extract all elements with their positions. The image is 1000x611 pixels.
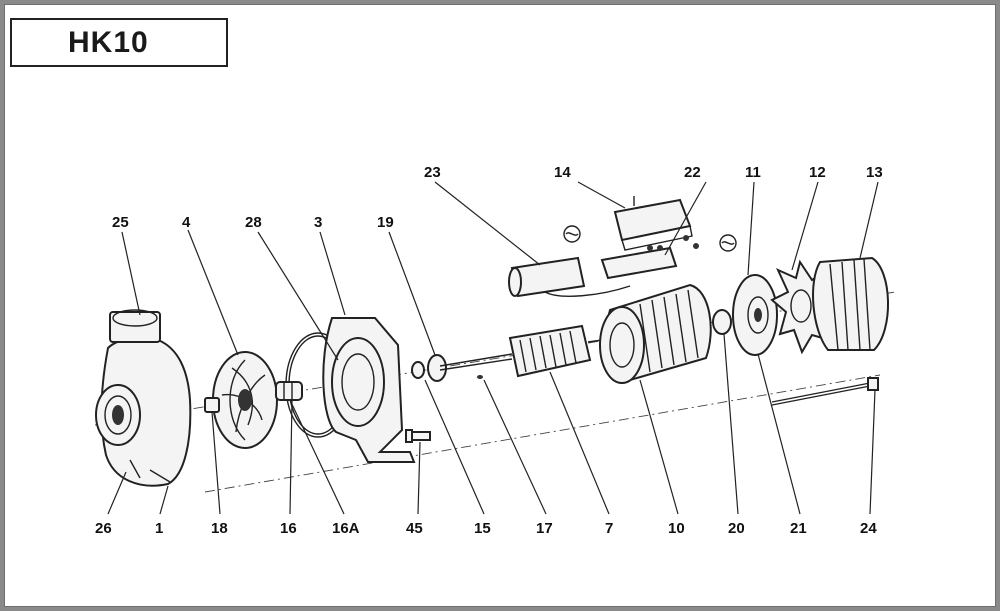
part-label-7: 7 — [605, 520, 613, 537]
terminal-box-cover — [613, 196, 693, 251]
fan-cover — [812, 256, 890, 351]
bearing-19 — [427, 354, 447, 382]
impeller-nut — [204, 397, 220, 413]
part-label-25: 25 — [112, 214, 129, 231]
bearing-20 — [712, 309, 732, 335]
part-label-18: 18 — [211, 520, 228, 537]
part-label-21: 21 — [790, 520, 807, 537]
wiring-symbols — [563, 225, 737, 252]
lower-axis-line — [204, 374, 881, 493]
tie-rod — [771, 377, 879, 406]
part-label-24: 24 — [860, 520, 877, 537]
impeller — [212, 351, 278, 449]
part-label-14: 14 — [554, 164, 571, 181]
part-label-10: 10 — [668, 520, 685, 537]
part-label-22: 22 — [684, 164, 701, 181]
pump-casing — [95, 309, 192, 487]
part-label-28: 28 — [245, 214, 262, 231]
part-label-4: 4 — [182, 214, 191, 231]
part-label-16a: 16A — [332, 520, 360, 537]
capacitor — [508, 256, 631, 298]
part-label-16: 16 — [280, 520, 297, 537]
part-label-13: 13 — [866, 164, 883, 181]
mechanical-seal — [275, 381, 303, 401]
part-label-45: 45 — [406, 520, 423, 537]
rotor — [439, 324, 631, 378]
part-label-17: 17 — [536, 520, 553, 537]
rear-end-shield — [732, 274, 778, 356]
part-label-20: 20 — [728, 520, 745, 537]
part-label-26: 26 — [95, 520, 112, 537]
part-label-1: 1 — [155, 520, 163, 537]
leader-lines — [107, 181, 879, 515]
diagram-title: HK10 — [10, 18, 228, 67]
bolt-45 — [405, 429, 431, 443]
part-label-15: 15 — [474, 520, 491, 537]
key-17 — [477, 375, 483, 379]
part-label-11: 11 — [745, 164, 761, 181]
part-label-12: 12 — [809, 164, 826, 181]
part-label-23: 23 — [424, 164, 441, 181]
seal-housing-bracket — [322, 317, 416, 463]
terminal-block — [600, 235, 699, 280]
motor-stator-housing — [599, 283, 712, 384]
part-label-3: 3 — [314, 214, 322, 231]
part-label-19: 19 — [377, 214, 394, 231]
seal-ring-15 — [411, 361, 425, 379]
